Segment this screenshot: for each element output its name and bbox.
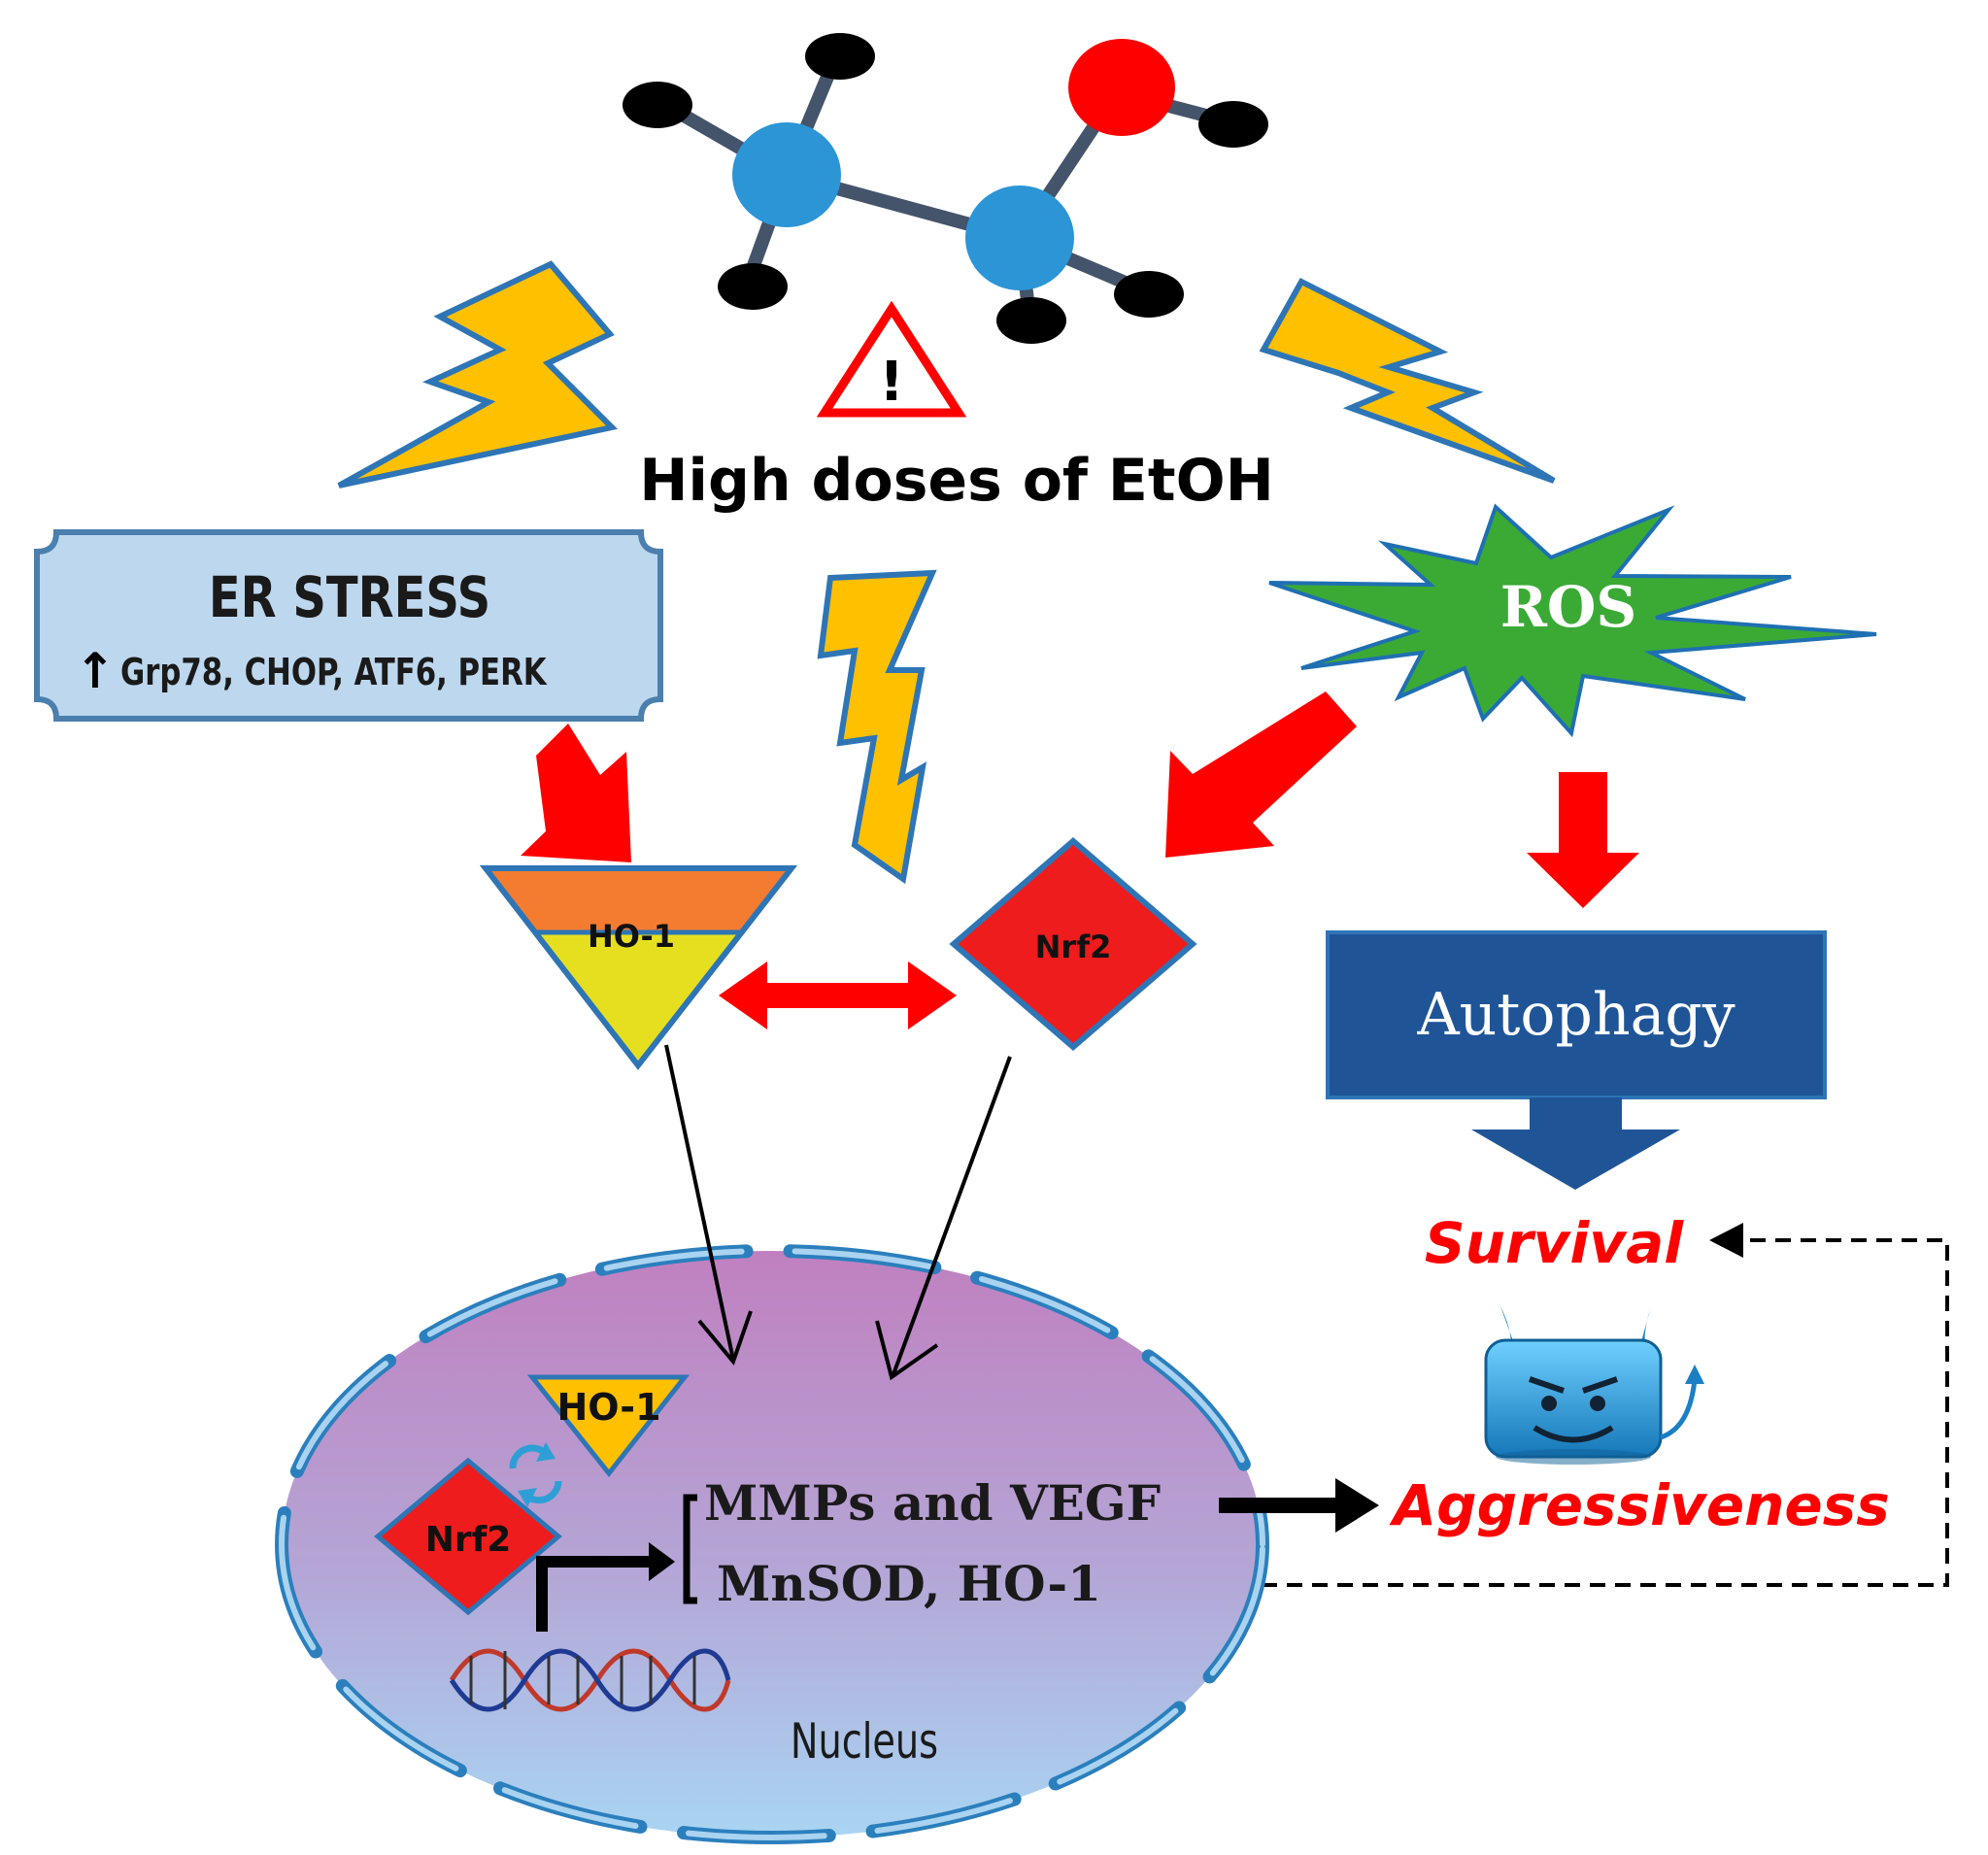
red-arrows	[521, 691, 1639, 908]
nucleus-nrf2-label: Nrf2	[425, 1520, 512, 1560]
transcription-arrow	[536, 1494, 697, 1632]
genes-line-1: MMPs and VEGF	[704, 1474, 1161, 1532]
ethanol-molecule-icon	[623, 33, 1268, 344]
page-title: High doses of EtOH	[639, 447, 1274, 515]
warning-triangle-icon: !	[816, 300, 967, 418]
er-stress-title: ER STRESS	[209, 565, 490, 631]
er-stress-up-arrow: ↑	[75, 643, 116, 699]
er-stress-box: ER STRESS ↑ Grp78, CHOP, ATF6, PERK	[34, 529, 663, 722]
ho1-triangle: HO-1	[479, 865, 798, 1070]
feedback-dashed-arrow	[1161, 1223, 1949, 1587]
aggressiveness-label: Aggressiveness	[1389, 1472, 1890, 1538]
bidirectional-arrow	[719, 961, 957, 1029]
dna-helix-icon	[449, 1648, 731, 1712]
nrf2-label: Nrf2	[1035, 928, 1112, 965]
nucleus: Nucleus	[275, 1244, 1269, 1844]
nucleus-entry-arrows	[664, 1044, 1012, 1381]
er-stress-markers: Grp78, CHOP, ATF6, PERK	[120, 650, 548, 693]
nucleus-label: Nucleus	[791, 1713, 938, 1770]
nucleus-ho1-triangle: HO-1	[526, 1374, 691, 1478]
ho1-label: HO-1	[588, 918, 675, 955]
devil-face-icon	[1484, 1306, 1704, 1465]
survival-label: Survival	[1425, 1210, 1684, 1276]
genes-to-aggressiveness-arrow	[1219, 1478, 1379, 1533]
lightning-bolt-icon	[337, 260, 1556, 885]
cycle-arrows-icon	[509, 1442, 562, 1507]
nrf2-diamond: Nrf2	[949, 837, 1197, 1051]
ros-label: ROS	[1500, 574, 1637, 640]
nucleus-ho1-label: HO-1	[556, 1386, 660, 1429]
autophagy-label: Autophagy	[1416, 981, 1735, 1049]
nucleus-nrf2-diamond: Nrf2	[374, 1457, 562, 1616]
genes-line-2: MnSOD, HO-1	[717, 1555, 1101, 1612]
svg-text:!: !	[879, 351, 904, 414]
autophagy-box: Autophagy	[1326, 930, 1827, 1190]
ros-burst: ROS	[1268, 503, 1877, 738]
